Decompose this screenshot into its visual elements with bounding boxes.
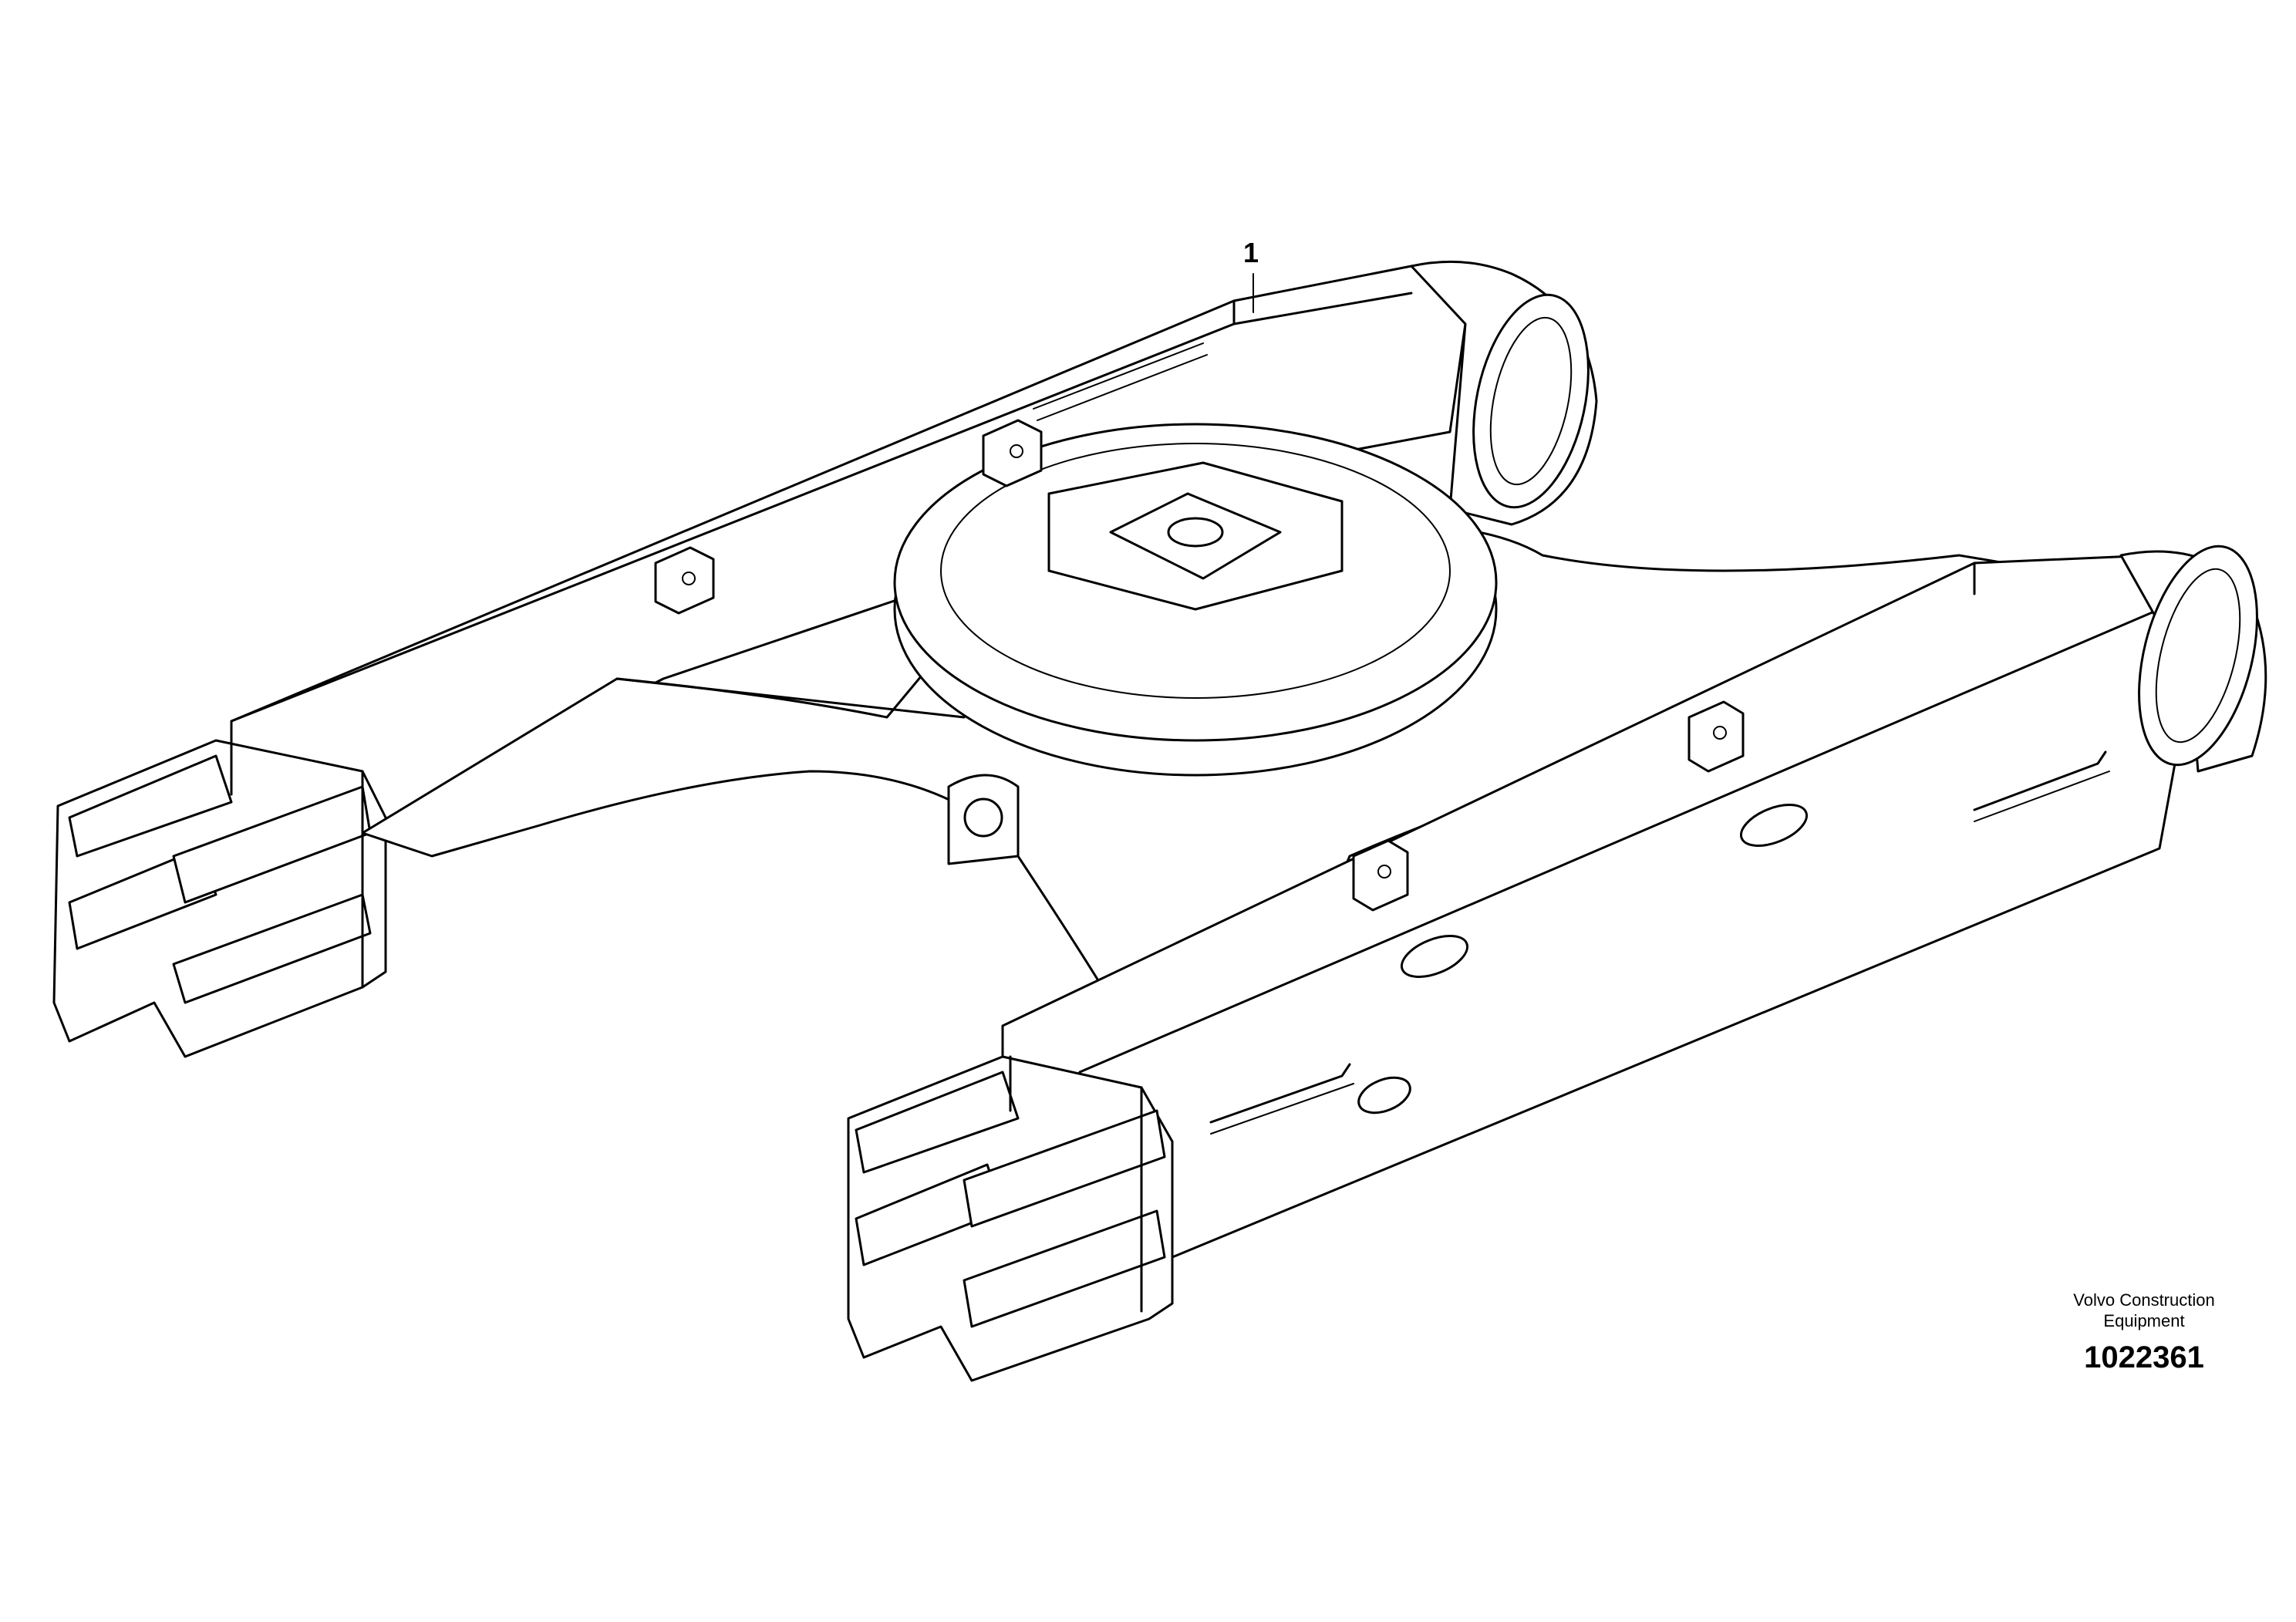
drawing-number: 1022361 bbox=[2084, 1340, 2204, 1374]
lower-frame-front-yoke bbox=[847, 1055, 1174, 1382]
brand-block: Volvo Construction Equipment 1022361 bbox=[2021, 1290, 2267, 1375]
lower-track-frame bbox=[1001, 545, 2267, 1274]
upper-track-frame bbox=[230, 260, 1598, 835]
swing-ring bbox=[893, 423, 1498, 777]
brand-name-line1: Volvo Construction bbox=[2073, 1290, 2215, 1310]
upper-frame-front-yoke bbox=[52, 739, 387, 1058]
brand-name-line2: Equipment bbox=[2103, 1311, 2185, 1330]
guard-brackets bbox=[654, 419, 1745, 912]
callout-1-label: 1 bbox=[1243, 237, 1259, 268]
